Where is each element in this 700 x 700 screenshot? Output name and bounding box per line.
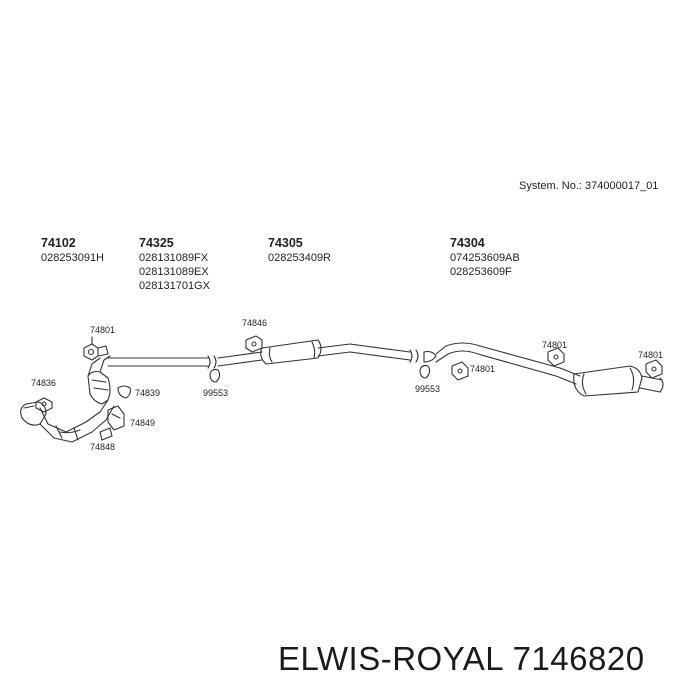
clamp-74801 bbox=[83, 336, 109, 361]
callout-label: 74836 bbox=[31, 378, 57, 388]
ring-99553 bbox=[419, 364, 431, 379]
part-number-74305: 74305 bbox=[268, 236, 303, 250]
part-number-74325: 74325 bbox=[139, 236, 174, 250]
clamp-74836 bbox=[35, 397, 53, 413]
clamp-74846 bbox=[245, 335, 263, 353]
catalytic-converter-74325 bbox=[87, 355, 111, 405]
front-pipe-74102 bbox=[20, 399, 115, 443]
clamp-74801-rear-1 bbox=[451, 361, 469, 381]
center-muffler-74305 bbox=[260, 339, 322, 365]
callout-label: 74846 bbox=[242, 318, 268, 328]
system-number: System. No.: 374000017_01 bbox=[519, 180, 659, 192]
footer-title: ELWIS-ROYAL 7146820 bbox=[278, 640, 645, 677]
part-number-74102: 74102 bbox=[41, 236, 76, 250]
bracket-74848 bbox=[99, 427, 113, 441]
oem-number: 028253091H bbox=[41, 252, 105, 264]
oem-number: 028131701GX bbox=[139, 280, 210, 292]
part-number-74304: 74304 bbox=[450, 236, 485, 250]
callout-label: 74849 bbox=[130, 418, 156, 428]
callout-label: 74839 bbox=[135, 388, 161, 398]
oem-number: 074253609AB bbox=[450, 252, 520, 264]
oem-number: 028253409R bbox=[268, 252, 332, 264]
clamp-74801-rear-3 bbox=[645, 359, 663, 379]
oem-number: 028253609F bbox=[450, 266, 512, 278]
callout-label: 99553 bbox=[415, 384, 441, 394]
callout-label: 74801 bbox=[90, 325, 116, 335]
rear-muffler-74304 bbox=[573, 365, 643, 397]
oem-number: 028131089EX bbox=[139, 266, 209, 278]
callout-label: 74801 bbox=[542, 340, 568, 350]
callout-label: 74801 bbox=[470, 364, 496, 374]
ring-99553 bbox=[209, 368, 221, 383]
clamp-74801-rear-2 bbox=[547, 347, 565, 367]
oem-number: 028131089FX bbox=[139, 252, 209, 264]
bracket-74849 bbox=[107, 405, 125, 431]
callout-label: 74848 bbox=[90, 442, 116, 452]
callout-label: 74801 bbox=[638, 350, 664, 360]
gasket-74839 bbox=[117, 385, 132, 399]
callout-label: 99553 bbox=[203, 388, 229, 398]
